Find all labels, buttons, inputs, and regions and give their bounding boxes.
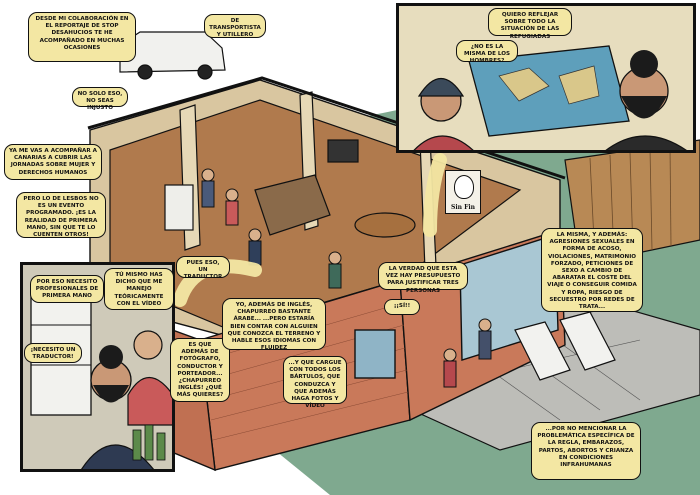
speech-bubble-2: De transportista y utillero	[204, 14, 266, 38]
speech-bubble-1: Desde mi colaboración en el reportaje de…	[28, 12, 136, 62]
speech-bubble-14: ¡¡SÍ!!	[384, 299, 420, 315]
sofa	[254, 174, 331, 236]
speech-bubble-3: No solo eso, no seas injusto	[72, 87, 128, 111]
speech-bubble-6: Por eso necesito profesionales de primer…	[30, 275, 104, 303]
front-window	[354, 329, 396, 379]
fridge	[164, 184, 194, 231]
speech-bubble-13: La verdad que esta vez hay presupuesto p…	[378, 262, 468, 294]
speech-bubble-15: Quiero reflejar sobre todo la situación …	[488, 8, 572, 40]
poster-text: Sin Fin	[451, 204, 475, 211]
television	[327, 139, 359, 163]
speech-bubble-7: Tú mismo has dicho que me manejo teórica…	[104, 268, 174, 310]
speech-bubble-9: ¡Necesito un traductor!	[24, 343, 82, 363]
map-scene	[399, 6, 693, 150]
speech-bubble-5: Pero lo de Lesbos no es un evento progra…	[16, 192, 106, 238]
speech-bubble-18: ...por no mencionar la problemática espe…	[531, 422, 641, 480]
speech-bubble-12: ...y que cargue con todos los bártulos, …	[283, 356, 347, 409]
speech-bubble-17: La misma, y además: agresiones sexuales …	[541, 228, 643, 312]
inset-panel-map	[396, 3, 696, 153]
speech-bubble-16: ¿No es la misma de los hombres?	[456, 40, 518, 64]
speech-bubble-8: Pues eso, un traductor	[176, 256, 230, 280]
people	[201, 168, 492, 388]
sun-loungers	[514, 311, 616, 381]
car	[119, 31, 226, 80]
poster-face-icon	[454, 175, 474, 199]
speech-bubble-4: Ya me vas a acompañar a Canarias a cubri…	[4, 144, 102, 180]
speech-bubble-11: Yo, además de inglés, chapurreo bastante…	[222, 298, 326, 351]
dining-table	[354, 212, 416, 238]
speech-bubble-10: Es que además de fotógrafo, conductor y …	[170, 338, 230, 402]
wall-poster: Sin Fin	[445, 170, 481, 214]
